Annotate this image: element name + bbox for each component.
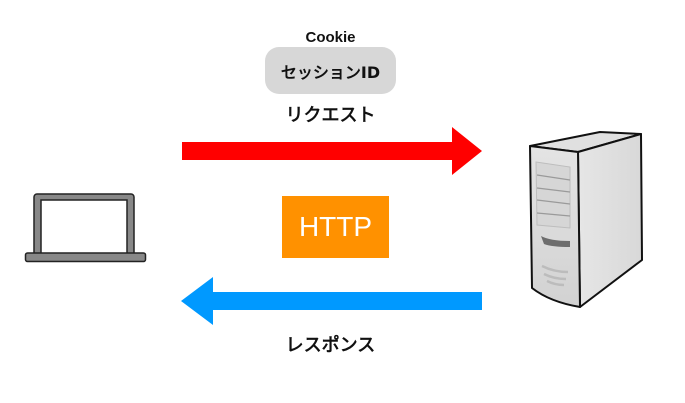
- session-id-label: セッションID: [280, 62, 381, 82]
- cookie-label: Cookie: [305, 29, 356, 46]
- response-arrow: [181, 277, 482, 325]
- http-label: HTTP: [298, 211, 373, 242]
- request-arrow: [182, 127, 482, 175]
- response-label: レスポンス: [285, 335, 376, 356]
- laptop-icon: [24, 193, 147, 263]
- session-id-badge: セッションID: [265, 47, 396, 94]
- server-icon: [529, 131, 643, 308]
- http-protocol-box: HTTP: [282, 196, 389, 258]
- request-label: リクエスト: [285, 105, 376, 126]
